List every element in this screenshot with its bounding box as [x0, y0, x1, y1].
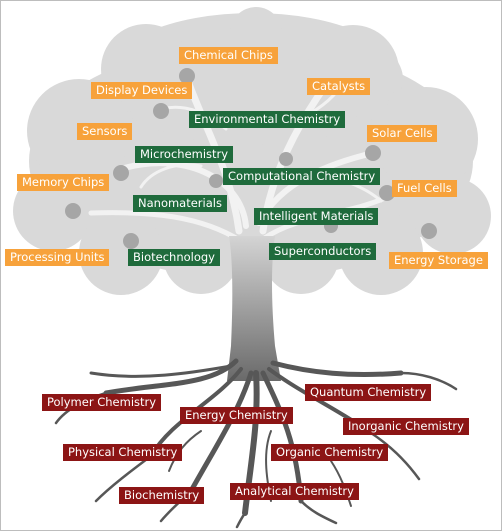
label-catalysts: Catalysts	[307, 78, 371, 95]
label-biochemistry: Biochemistry	[119, 487, 205, 504]
apple	[113, 165, 129, 181]
label-solar-cells: Solar Cells	[367, 125, 438, 142]
apple	[209, 174, 223, 188]
apple	[379, 185, 395, 201]
label-intelligent-materials: Intelligent Materials	[254, 208, 379, 225]
apple	[123, 233, 139, 249]
label-environmental-chemistry: Environmental Chemistry	[189, 111, 346, 128]
label-analytical-chemistry: Analytical Chemistry	[230, 483, 359, 500]
apple	[65, 203, 81, 219]
label-memory-chips: Memory Chips	[17, 174, 110, 191]
label-processing-units: Processing Units	[5, 249, 110, 266]
label-superconductors: Superconductors	[269, 243, 377, 260]
label-computational-chemistry: Computational Chemistry	[223, 168, 381, 185]
label-biotechnology: Biotechnology	[128, 249, 220, 266]
label-fuel-cells: Fuel Cells	[392, 180, 457, 197]
apple	[365, 145, 381, 161]
apple	[179, 68, 195, 84]
apple	[279, 152, 293, 166]
trunk	[227, 236, 281, 381]
label-display-devices: Display Devices	[91, 82, 193, 99]
label-chemical-chips: Chemical Chips	[179, 47, 278, 64]
label-energy-chemistry: Energy Chemistry	[180, 407, 293, 424]
apple	[153, 103, 169, 119]
apple	[421, 223, 437, 239]
label-polymer-chemistry: Polymer Chemistry	[42, 394, 162, 411]
label-nanomaterials: Nanomaterials	[133, 195, 227, 212]
label-physical-chemistry: Physical Chemistry	[63, 444, 183, 461]
label-energy-storage: Energy Storage	[389, 252, 488, 269]
label-sensors: Sensors	[77, 123, 133, 140]
label-inorganic-chemistry: Inorganic Chemistry	[343, 418, 469, 435]
label-organic-chemistry: Organic Chemistry	[271, 444, 389, 461]
label-quantum-chemistry: Quantum Chemistry	[305, 384, 432, 401]
label-microchemistry: Microchemistry	[135, 146, 234, 163]
